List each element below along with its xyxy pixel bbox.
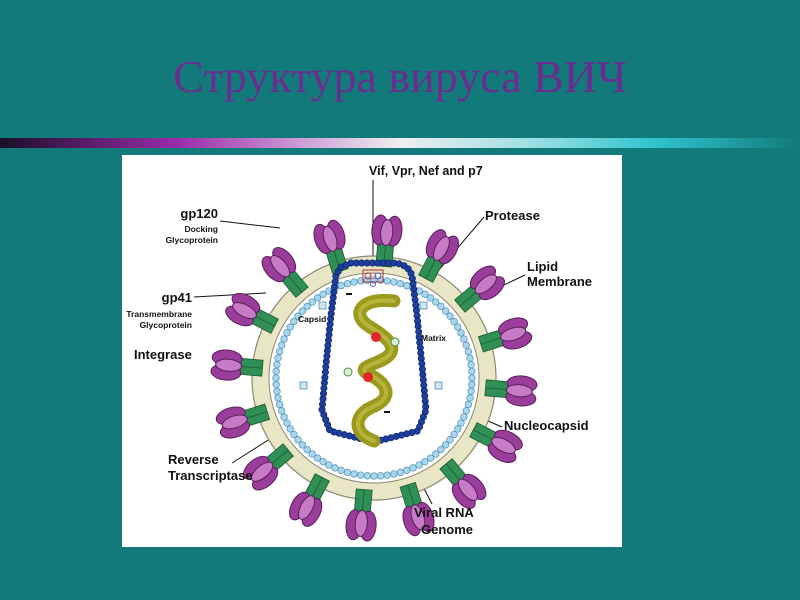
label-lipid: Lipid [527, 259, 558, 274]
gp120-spike [399, 481, 435, 537]
vif-vpr-nef-p7-proteins [362, 269, 384, 287]
label-genome: Genome [421, 522, 473, 537]
label-membrane: Membrane [527, 274, 592, 289]
gp120-spike [289, 473, 330, 527]
matrix-particles [299, 301, 443, 390]
gp120-spike [484, 375, 538, 407]
leader-line [219, 220, 281, 229]
gp120-spike [261, 247, 309, 298]
matrix-particle [419, 301, 428, 310]
label-protease: Protease [485, 208, 540, 223]
gp120-spike [477, 317, 533, 353]
label-nucleocapsid: Nucleocapsid [504, 418, 589, 433]
label-gp120: gp120 [180, 206, 218, 221]
gp120-spike [210, 349, 264, 381]
protease-marker [384, 411, 390, 413]
glycoprotein-spikes [210, 214, 538, 542]
matrix-particle [299, 381, 308, 390]
gp120-spike [454, 265, 505, 313]
gp120-spike [418, 229, 459, 283]
label-matrix: Matrix [421, 333, 446, 343]
label-transcriptase: Transcriptase [168, 468, 253, 483]
gp120-spike [215, 403, 271, 439]
label-viral-rna: Viral RNA [414, 505, 474, 520]
title-divider [0, 138, 800, 148]
leader-line [193, 292, 267, 298]
gp120-spike [243, 443, 294, 491]
reverse-transcriptase-enzyme [371, 332, 381, 342]
diagram-panel: Vif, Vpr, Nef and p7 gp120 Docking Glyco… [122, 155, 622, 547]
label-vif-vpr-nef-p7: Vif, Vpr, Nef and p7 [369, 164, 483, 178]
gp120-spike [345, 488, 377, 542]
capsid-shell [318, 259, 430, 446]
label-gp41-glycoprotein: Glycoprotein [140, 320, 192, 330]
label-capsid: Capsid [298, 314, 326, 324]
matrix-particle [318, 301, 327, 310]
label-gp41-transmembrane: Transmembrane [126, 309, 192, 319]
slide-title: Структура вируса ВИЧ [173, 51, 627, 102]
gp120-spike [469, 422, 523, 463]
matrix-particle [434, 381, 443, 390]
hiv-structure-diagram: Vif, Vpr, Nef and p7 gp120 Docking Glyco… [126, 164, 592, 542]
gp120-spike [439, 458, 487, 509]
label-reverse: Reverse [168, 452, 219, 467]
integrase-enzyme [390, 337, 400, 347]
matrix-layer [272, 276, 476, 480]
integrase-enzyme [343, 367, 353, 377]
protease-marker [346, 293, 352, 295]
label-gp120-glycoprotein: Glycoprotein [166, 235, 218, 245]
label-gp41: gp41 [162, 290, 192, 305]
label-integrase: Integrase [134, 347, 192, 362]
reverse-transcriptase-enzyme [363, 372, 373, 382]
gp120-spike [225, 293, 279, 334]
label-gp120-docking: Docking [184, 224, 218, 234]
